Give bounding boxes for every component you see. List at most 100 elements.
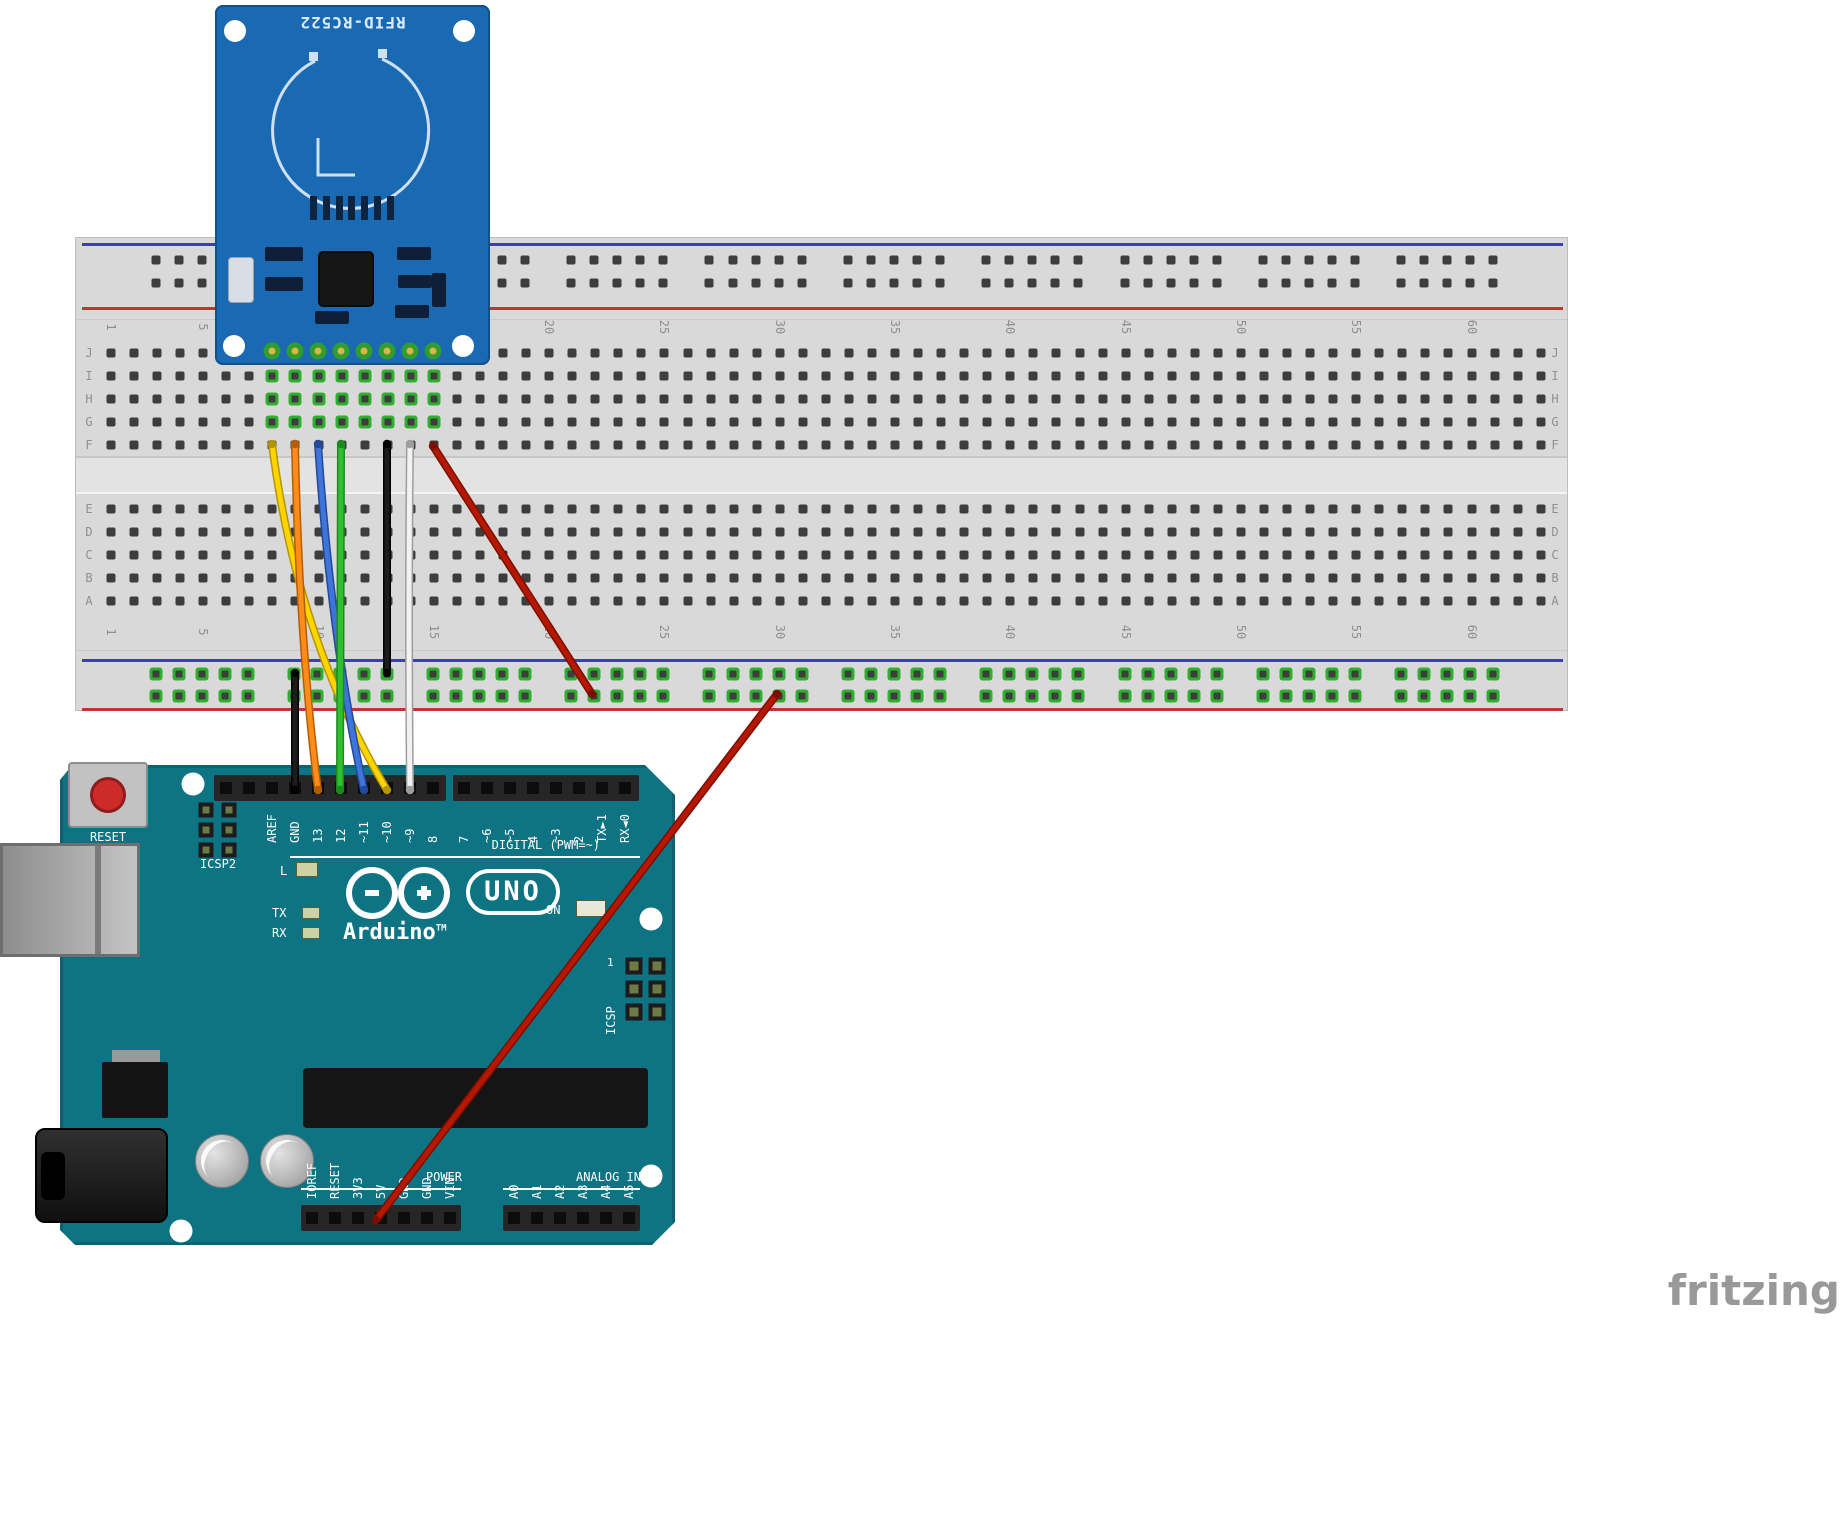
rail-hole [241,689,255,703]
breadboard-hole [1351,394,1361,404]
breadboard-seam [76,650,1567,651]
breadboard-hole [106,417,116,427]
breadboard-hole [1374,527,1384,537]
rail-hole [589,255,599,265]
analog-pin [600,1212,612,1224]
breadboard-hole [1236,527,1246,537]
digital-pin [458,782,470,794]
pin-label: 5V [374,1184,388,1199]
digital-pin [504,782,516,794]
breadboard-hole [659,394,669,404]
voltage-regulator-tab [112,1050,160,1064]
breadboard-hole [1259,417,1269,427]
breadboard-hole [1121,371,1131,381]
digital-pin [404,782,416,794]
breadboard-hole [312,415,326,429]
breadboard-hole [1213,573,1223,583]
breadboard-hole [1167,417,1177,427]
breadboard-hole [683,394,692,404]
breadboard-hole [729,348,739,358]
usb-seam [95,846,101,954]
breadboard-hole [198,550,208,560]
breadboard-hole [775,417,785,427]
rail-hole [1143,278,1153,288]
breadboard-hole [821,348,831,358]
analog-pin [508,1212,520,1224]
breadboard-hole [544,371,554,381]
breadboard-hole [1075,573,1085,583]
breadboard-hole [890,596,900,606]
rail-hole [704,278,714,288]
rail-hole [797,255,807,265]
breadboard-hole [498,417,508,427]
analog-caption: ANALOG IN [575,1170,641,1184]
pin-label: ~10 [380,821,394,843]
breadboard-hole [198,527,208,537]
rail-hole [149,689,163,703]
breadboard-hole [1213,371,1223,381]
mounting-hole [453,20,475,42]
rail-hole [728,255,737,265]
breadboard-hole [982,440,992,450]
breadboard-hole [775,394,785,404]
breadboard-hole [1259,440,1269,450]
breadboard-hole [1144,527,1154,537]
breadboard-hole [358,369,372,383]
rail-hole [1189,255,1199,265]
breadboard-hole [798,550,808,560]
rail-hole [1463,689,1477,703]
pin-label: A3 [576,1184,590,1199]
breadboard-hole [613,573,623,583]
breadboard-hole [1513,394,1523,404]
analog-pin [577,1212,589,1224]
breadboard-hole [1351,550,1361,560]
breadboard-hole [1328,440,1338,450]
rail-hole [612,278,622,288]
breadboard-hole [198,440,208,450]
breadboard-hole [175,596,185,606]
breadboard-hole [567,394,577,404]
row-letter: I [85,369,93,383]
pin-label: A4 [599,1184,613,1199]
icsp-pin [648,1003,666,1021]
rail-hole [197,278,207,288]
breadboard-hole [1213,550,1223,560]
breadboard-hole [312,369,326,383]
reset-button [68,762,148,828]
smd-component [398,275,432,288]
breadboard-hole [1005,440,1015,450]
breadboard-hole [221,550,231,560]
breadboard-hole [221,504,231,514]
mounting-hole [223,335,245,357]
row-letter: F [1551,438,1559,452]
icsp-pin [648,980,666,998]
rail-hole [1187,689,1201,703]
breadboard-hole [1282,394,1292,404]
rail-hole [1212,278,1222,288]
breadboard-hole [683,371,692,381]
breadboard-hole [1443,550,1453,560]
breadboard-hole [244,417,254,427]
breadboard-hole [1259,394,1269,404]
logo-plus-icon [421,886,427,900]
rail-hole [889,255,899,265]
breadboard-hole [1305,596,1315,606]
breadboard-hole [821,394,831,404]
breadboard-hole [683,527,692,537]
breadboard-hole [1028,596,1038,606]
breadboard-hole [821,371,831,381]
brand-text: Arduino [343,920,436,945]
breadboard-hole [288,369,302,383]
footprint-bar [386,196,394,220]
breadboard-hole [1536,440,1546,450]
breadboard-hole [936,348,946,358]
breadboard-hole [636,417,646,427]
breadboard-hole [1075,527,1085,537]
rfid-pin [401,342,419,360]
rail-hole [1348,689,1362,703]
breadboard-hole [1397,371,1407,381]
breadboard-hole [106,440,116,450]
breadboard-hole [381,392,395,406]
breadboard-hole [729,504,739,514]
